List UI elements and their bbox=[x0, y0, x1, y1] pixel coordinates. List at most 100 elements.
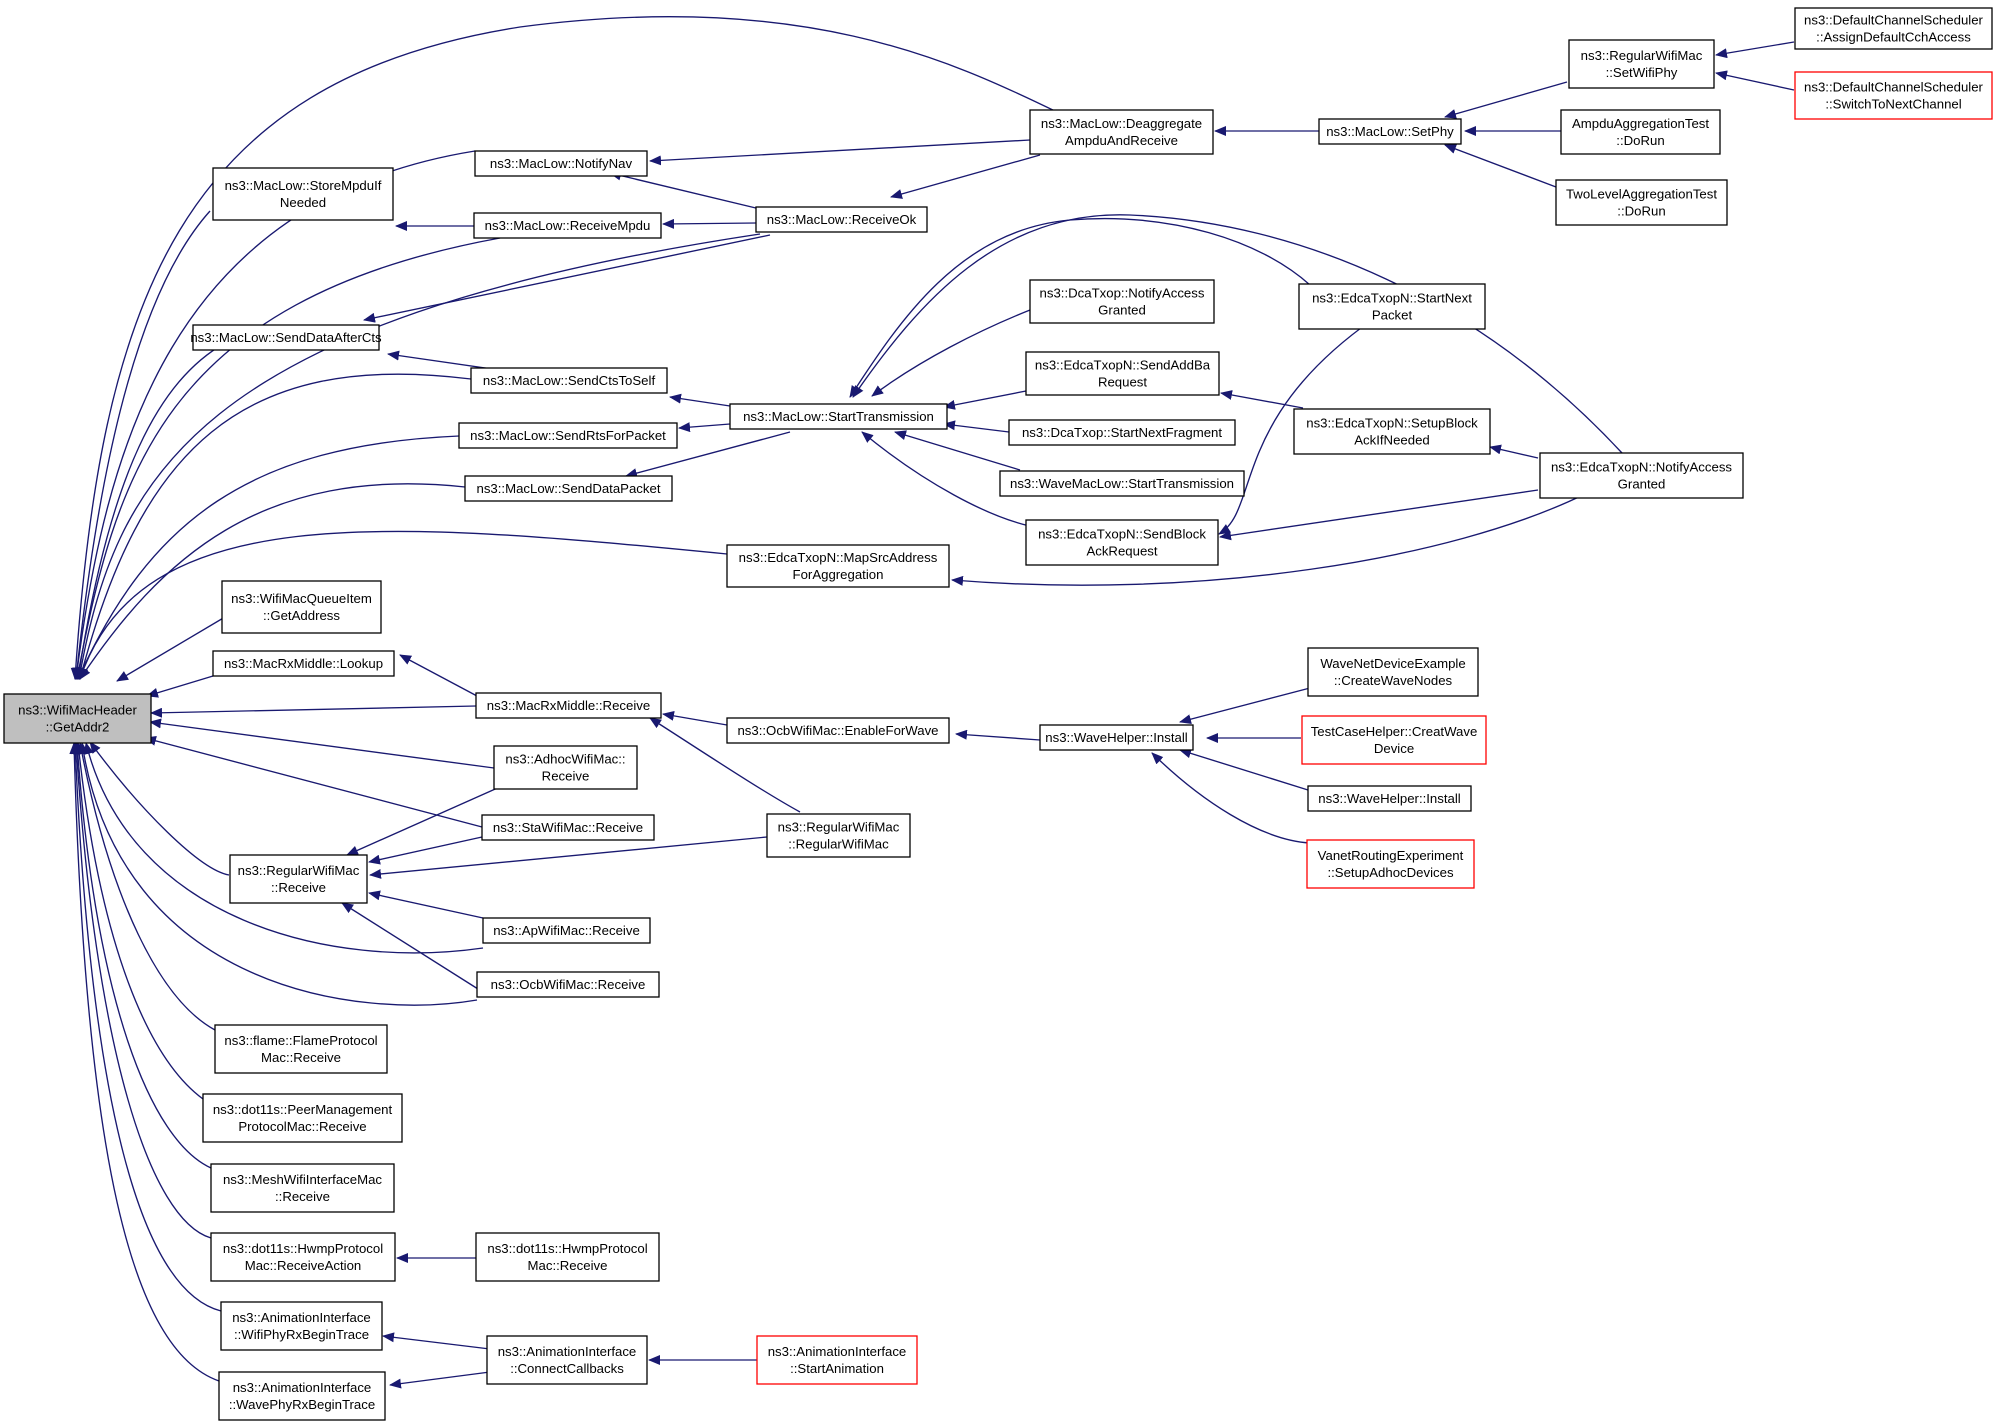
node-box bbox=[1307, 785, 1472, 812]
edge-deaggregate-to-root bbox=[70, 16, 1058, 680]
node-label-line: ns3::DefaultChannelScheduler bbox=[1804, 13, 1983, 28]
node-label-line: ::RegularWifiMac bbox=[788, 837, 889, 852]
edge-senddatapkt-to-root bbox=[79, 483, 466, 680]
node-label-line: ns3::RegularWifiMac bbox=[1581, 48, 1703, 63]
node-meshif[interactable]: ns3::MeshWifiInterfaceMac::Receive bbox=[210, 1163, 395, 1213]
node-anim-start[interactable]: ns3::AnimationInterface::StartAnimation bbox=[756, 1335, 918, 1385]
node-vanet[interactable]: VanetRoutingExperiment::SetupAdhocDevice… bbox=[1306, 839, 1475, 889]
node-wavemaclow[interactable]: ns3::WaveMacLow::StartTransmission bbox=[999, 470, 1245, 497]
node-notifynav[interactable]: ns3::MacLow::NotifyNav bbox=[474, 150, 648, 177]
node-peer[interactable]: ns3::dot11s::PeerManagementProtocolMac::… bbox=[202, 1093, 403, 1143]
node-box bbox=[756, 1335, 918, 1385]
edge-edcanotify-to-setupblockack bbox=[1489, 444, 1539, 459]
node-anim-wifi[interactable]: ns3::AnimationInterface::WifiPhyRxBeginT… bbox=[220, 1301, 383, 1351]
edge-animwifi-to-root bbox=[70, 742, 222, 1312]
node-anim-wave[interactable]: ns3::AnimationInterface::WavePhyRxBeginT… bbox=[218, 1371, 386, 1421]
node-setphy[interactable]: ns3::MacLow::SetPhy bbox=[1318, 118, 1462, 145]
node-box bbox=[1560, 109, 1721, 155]
node-box bbox=[192, 324, 380, 351]
node-regular-ctor[interactable]: ns3::RegularWifiMac::RegularWifiMac bbox=[766, 813, 911, 858]
node-label-line: ns3::AnimationInterface bbox=[232, 1310, 371, 1325]
node-label-line: TwoLevelAggregationTest bbox=[1566, 187, 1717, 202]
edge-animconnect-to-animwave bbox=[389, 1371, 491, 1389]
node-box bbox=[1298, 283, 1486, 330]
node-regular-rx[interactable]: ns3::RegularWifiMac::Receive bbox=[229, 854, 368, 904]
node-label-line: ns3::MacRxMiddle::Lookup bbox=[224, 656, 383, 671]
node-label-line: ::SetupAdhocDevices bbox=[1327, 865, 1453, 880]
edge-sendblockack-to-starttx bbox=[861, 431, 1041, 529]
edge-wavenetdev-to-wavehelper bbox=[1179, 687, 1311, 725]
node-queueitem[interactable]: ns3::WifiMacQueueItem::GetAddress bbox=[221, 580, 382, 634]
node-receiveok[interactable]: ns3::MacLow::ReceiveOk bbox=[755, 206, 928, 233]
node-box bbox=[221, 580, 382, 634]
node-box bbox=[214, 1024, 388, 1074]
node-box bbox=[220, 1301, 383, 1351]
node-label-line: ns3::MacLow::Deaggregate bbox=[1041, 116, 1202, 131]
edge-regctor-to-regularrx bbox=[369, 836, 768, 879]
node-root[interactable]: ns3::WifiMacHeader::GetAddr2 bbox=[3, 693, 152, 744]
node-starttx[interactable]: ns3::MacLow::StartTransmission bbox=[729, 403, 948, 430]
node-setwifiphy[interactable]: ns3::RegularWifiMac::SetWifiPhy bbox=[1568, 39, 1715, 89]
node-wavehelper2[interactable]: ns3::WaveHelper::Install bbox=[1307, 785, 1472, 812]
node-ocb-enable[interactable]: ns3::OcbWifiMac::EnableForWave bbox=[726, 717, 950, 744]
node-wavenetdev[interactable]: WaveNetDeviceExample::CreateWaveNodes bbox=[1307, 647, 1479, 697]
node-label-line: ns3::MacRxMiddle::Receive bbox=[487, 698, 650, 713]
nodes-layer: ns3::WifiMacHeader::GetAddr2 ns3::MacLow:… bbox=[3, 7, 1993, 1421]
node-label-line: ns3::EdcaTxopN::StartNext bbox=[1312, 291, 1472, 306]
node-anim-connect[interactable]: ns3::AnimationInterface::ConnectCallback… bbox=[486, 1335, 648, 1385]
edge-startnextpkt-to-sendblockack bbox=[1218, 319, 1373, 535]
node-label-line: Packet bbox=[1372, 308, 1413, 323]
edge-setupblockack-to-sendaddba bbox=[1220, 390, 1304, 409]
node-senddataafter[interactable]: ns3::MacLow::SendDataAfterCts bbox=[190, 324, 382, 351]
node-box bbox=[476, 971, 660, 998]
edge-hwmpaction-to-root bbox=[71, 742, 212, 1239]
node-adhoc[interactable]: ns3::AdhocWifiMac::Receive bbox=[493, 745, 638, 790]
node-box bbox=[493, 745, 638, 790]
node-assigncch[interactable]: ns3::DefaultChannelScheduler::AssignDefa… bbox=[1794, 7, 1993, 50]
node-ocb-rx[interactable]: ns3::OcbWifiMac::Receive bbox=[476, 971, 660, 998]
node-rxmiddle-rx[interactable]: ns3::MacRxMiddle::Receive bbox=[475, 692, 662, 719]
node-sendctstoself[interactable]: ns3::MacLow::SendCtsToSelf bbox=[470, 367, 668, 394]
node-label-line: ns3::flame::FlameProtocol bbox=[224, 1033, 377, 1048]
node-label-line: ns3::MacLow::NotifyNav bbox=[490, 156, 633, 171]
node-ampdutest[interactable]: AmpduAggregationTest::DoRun bbox=[1560, 109, 1721, 155]
node-hwmp-action[interactable]: ns3::dot11s::HwmpProtocolMac::ReceiveAct… bbox=[210, 1232, 396, 1282]
node-twoleveltest[interactable]: TwoLevelAggregationTest::DoRun bbox=[1555, 179, 1728, 226]
node-mapsrc[interactable]: ns3::EdcaTxopN::MapSrcAddressForAggregat… bbox=[726, 544, 950, 588]
node-label-line: ::SetWifiPhy bbox=[1606, 65, 1678, 80]
node-label-line: ns3::dot11s::HwmpProtocol bbox=[487, 1241, 647, 1256]
edge-queueitem-to-root bbox=[116, 616, 226, 682]
edge-deaggregate-to-receiveok bbox=[890, 154, 1041, 199]
node-receivempdu[interactable]: ns3::MacLow::ReceiveMpdu bbox=[473, 212, 662, 239]
node-box bbox=[458, 422, 678, 449]
node-wavehelper[interactable]: ns3::WaveHelper::Install bbox=[1039, 724, 1194, 751]
node-sta[interactable]: ns3::StaWifiMac::Receive bbox=[481, 814, 655, 841]
edge-ocb-to-root bbox=[78, 742, 478, 1006]
node-label-line: ns3::MacLow::SendCtsToSelf bbox=[483, 373, 656, 388]
node-switchnext[interactable]: ns3::DefaultChannelScheduler::SwitchToNe… bbox=[1794, 71, 1993, 120]
node-box bbox=[1794, 7, 1993, 50]
node-sendrts[interactable]: ns3::MacLow::SendRtsForPacket bbox=[458, 422, 678, 449]
node-ap[interactable]: ns3::ApWifiMac::Receive bbox=[482, 917, 651, 944]
edge-twoleveltest-to-setphy bbox=[1444, 144, 1557, 188]
node-dca-nextfrag[interactable]: ns3::DcaTxop::StartNextFragment bbox=[1008, 419, 1236, 446]
node-senddatapacket[interactable]: ns3::MacLow::SendDataPacket bbox=[464, 475, 673, 502]
node-label-line: ns3::MacLow::StartTransmission bbox=[743, 409, 934, 424]
node-box bbox=[1025, 519, 1219, 566]
node-rxlookup[interactable]: ns3::MacRxMiddle::Lookup bbox=[212, 650, 395, 677]
node-label-line: ns3::WaveHelper::Install bbox=[1045, 730, 1188, 745]
edge-edcanotify-to-starttx bbox=[852, 214, 1623, 454]
node-label-line: TestCaseHelper::CreatWave bbox=[1311, 724, 1478, 739]
